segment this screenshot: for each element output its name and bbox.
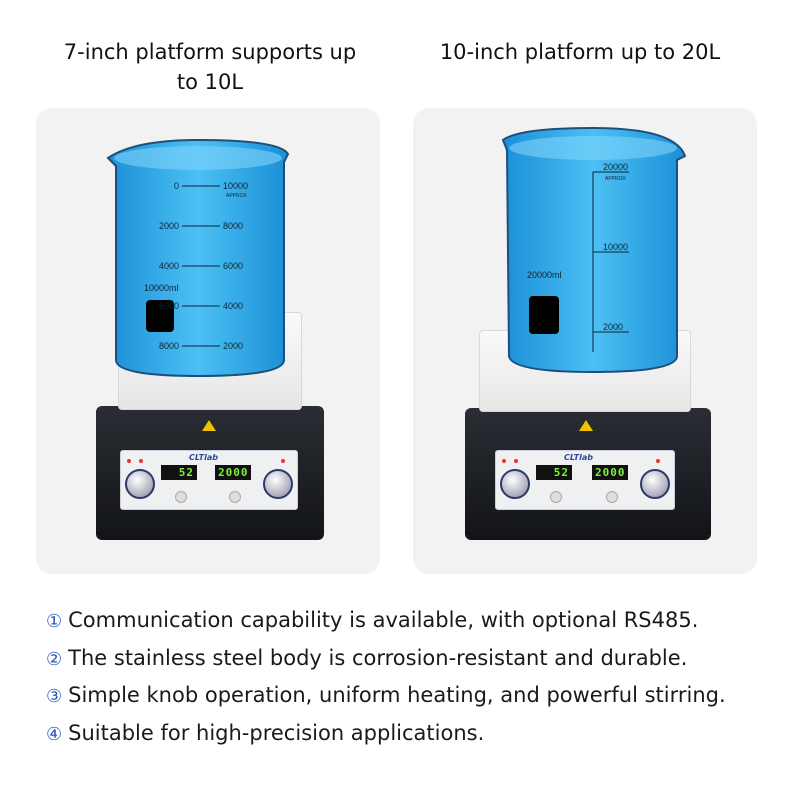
timer-button[interactable] bbox=[606, 491, 618, 503]
speed-knob[interactable] bbox=[263, 469, 293, 499]
feature-number: ④ bbox=[46, 723, 63, 745]
scale-mark: 6000 bbox=[159, 301, 179, 311]
timer-button[interactable] bbox=[229, 491, 241, 503]
speed-display: 2000 bbox=[592, 465, 628, 480]
brand-logo: CLTlab bbox=[564, 453, 593, 462]
beaker-label-patch bbox=[529, 296, 559, 334]
control-panel: CLTlab 52 2000 bbox=[495, 450, 675, 510]
approx-label: APPROX bbox=[605, 176, 627, 182]
speed-display: 2000 bbox=[215, 465, 251, 480]
beaker-20L: 20000 APPROX 10000 2000 20000ml bbox=[501, 126, 687, 374]
warning-icon bbox=[579, 420, 593, 431]
beaker-volume: 20000ml bbox=[527, 270, 562, 280]
timer-button[interactable] bbox=[175, 491, 187, 503]
beaker-label-patch bbox=[146, 300, 174, 332]
feature-number: ① bbox=[46, 611, 63, 632]
heat-led-icon bbox=[139, 459, 143, 463]
beaker-10L: 0 2000 4000 6000 8000 10000 APPROX 8000 … bbox=[106, 138, 290, 378]
feature-text: Communication capability is available, w… bbox=[68, 608, 699, 632]
feature-number: ③ bbox=[46, 686, 63, 707]
stir-led-icon bbox=[656, 459, 660, 463]
product-title-7inch: 7-inch platform supports up to 10L bbox=[63, 40, 357, 94]
feature-text: Suitable for high-precision applications… bbox=[68, 720, 485, 745]
scale-mark: 2000 bbox=[223, 341, 243, 351]
beaker-volume: 10000ml bbox=[144, 283, 179, 293]
temperature-knob[interactable] bbox=[125, 469, 155, 499]
heat-led-icon bbox=[502, 459, 506, 463]
product-title-10inch: 10-inch platform up to 20L bbox=[439, 40, 721, 64]
heat-led-icon bbox=[514, 459, 518, 463]
scale-mark: 20000 bbox=[603, 162, 628, 172]
brand-logo: CLTlab bbox=[189, 453, 218, 462]
feature-number: ② bbox=[46, 648, 63, 670]
scale-mark: 4000 bbox=[223, 301, 243, 311]
scale-mark: 8000 bbox=[223, 221, 243, 231]
scale-mark: 10000 bbox=[603, 242, 628, 252]
scale-mark: 0 bbox=[174, 181, 179, 191]
feature-text: The stainless steel body is corrosion-re… bbox=[68, 645, 688, 670]
approx-label: APPROX bbox=[226, 193, 248, 199]
scale-mark: 8000 bbox=[159, 341, 179, 351]
speed-knob[interactable] bbox=[640, 469, 670, 499]
warning-icon bbox=[202, 420, 216, 431]
timer-button[interactable] bbox=[550, 491, 562, 503]
product-card-10inch: CLTlab 52 2000 20000 APPROX 10000 2000 2… bbox=[413, 108, 757, 574]
stir-led-icon bbox=[281, 459, 285, 463]
scale-mark: 2000 bbox=[603, 322, 623, 332]
scale-mark: 4000 bbox=[159, 261, 179, 271]
feature-text: Simple knob operation, uniform heating, … bbox=[68, 683, 726, 707]
scale-mark: 6000 bbox=[223, 261, 243, 271]
temperature-display: 52 bbox=[536, 465, 572, 480]
product-card-7inch: CLTlab 52 2000 0 2000 4000 6000 8000 100… bbox=[36, 108, 380, 574]
control-panel: CLTlab 52 2000 bbox=[120, 450, 298, 510]
temperature-knob[interactable] bbox=[500, 469, 530, 499]
scale-mark: 2000 bbox=[159, 221, 179, 231]
scale-mark: 10000 bbox=[223, 181, 248, 191]
temperature-display: 52 bbox=[161, 465, 197, 480]
heat-led-icon bbox=[127, 459, 131, 463]
